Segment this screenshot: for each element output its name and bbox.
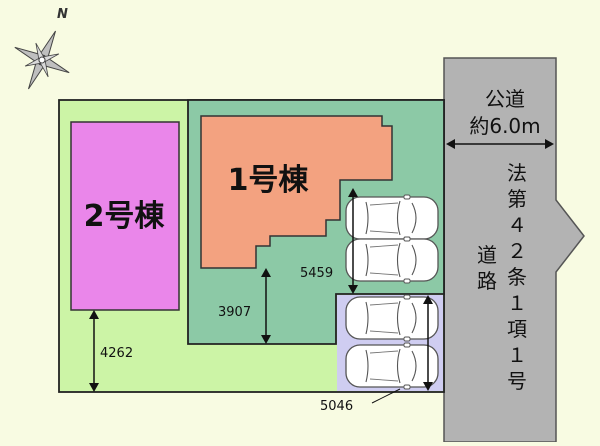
road-regulation-char: １ — [507, 343, 527, 367]
road-regulation-char: 第 — [507, 187, 527, 211]
road-label-public: 公道 — [485, 87, 525, 111]
building-2-label: 2号棟 — [84, 199, 166, 234]
road-regulation-char: 項 — [507, 317, 527, 341]
car-icon — [345, 194, 439, 242]
road-name-char: 路 — [477, 269, 497, 293]
building-2 — [70, 121, 180, 311]
dimension-5046-label: 5046 — [320, 399, 353, 414]
road-regulation-char: 法 — [507, 161, 527, 185]
building-1 — [200, 115, 393, 269]
road-regulation-char: 号 — [507, 369, 527, 393]
road-regulation-label: 法 第 ４ ２ 条 １ 項 １ 号 — [507, 161, 527, 393]
car-icon — [345, 236, 439, 284]
road-name-char: 道 — [477, 243, 497, 267]
road-regulation-char: ２ — [507, 239, 527, 263]
road-regulation-char: １ — [507, 291, 527, 315]
compass-rose-icon — [14, 30, 70, 90]
road-width-label: 約6.0m — [469, 114, 540, 138]
dimension-5459-label: 5459 — [300, 266, 333, 281]
dimension-4262 — [89, 310, 99, 392]
dimension-3907-label: 3907 — [218, 305, 251, 320]
dimension-3907 — [261, 268, 271, 344]
road-regulation-char: ４ — [507, 213, 527, 237]
building-1-label: 1号棟 — [228, 163, 310, 198]
road-name-label: 道 路 — [477, 243, 497, 293]
compass-north-label: N — [57, 7, 68, 22]
compass — [14, 30, 70, 90]
parking-space-lot-1-b — [345, 236, 439, 284]
road-width-dimension — [446, 139, 554, 149]
dimension-4262-label: 4262 — [100, 346, 133, 361]
parking-space-lot-1-a — [345, 194, 439, 242]
road-regulation-char: 条 — [507, 265, 527, 289]
dimension-5046 — [371, 295, 433, 404]
dimension-5459 — [348, 188, 358, 294]
